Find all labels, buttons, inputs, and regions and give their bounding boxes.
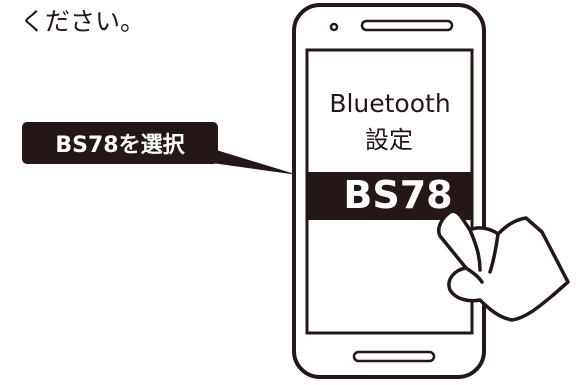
finger-crease-2 — [468, 228, 482, 272]
finger-crease-3 — [464, 266, 484, 284]
callout-box — [22, 122, 218, 164]
menu-title-line2: 設定 — [365, 126, 413, 154]
finger-crease-1 — [488, 232, 500, 274]
phone-camera — [329, 22, 339, 32]
selected-device-label[interactable]: BS78 — [343, 173, 452, 217]
menu-title-line1: Bluetooth — [329, 89, 450, 118]
pointing-hand-icon — [437, 209, 570, 322]
phone-speaker — [360, 19, 454, 32]
smartphone-icon: Bluetooth 設定 BS78 — [292, 3, 486, 379]
callout-label: BS78を選択 — [55, 133, 185, 158]
phone-home-bar — [352, 350, 436, 363]
callout-pointer — [200, 145, 298, 175]
hand-outline — [437, 209, 570, 322]
speech-callout-icon: BS78を選択 — [22, 122, 298, 175]
instruction-text: ください。 — [20, 7, 145, 36]
selected-device-row[interactable] — [307, 172, 472, 220]
